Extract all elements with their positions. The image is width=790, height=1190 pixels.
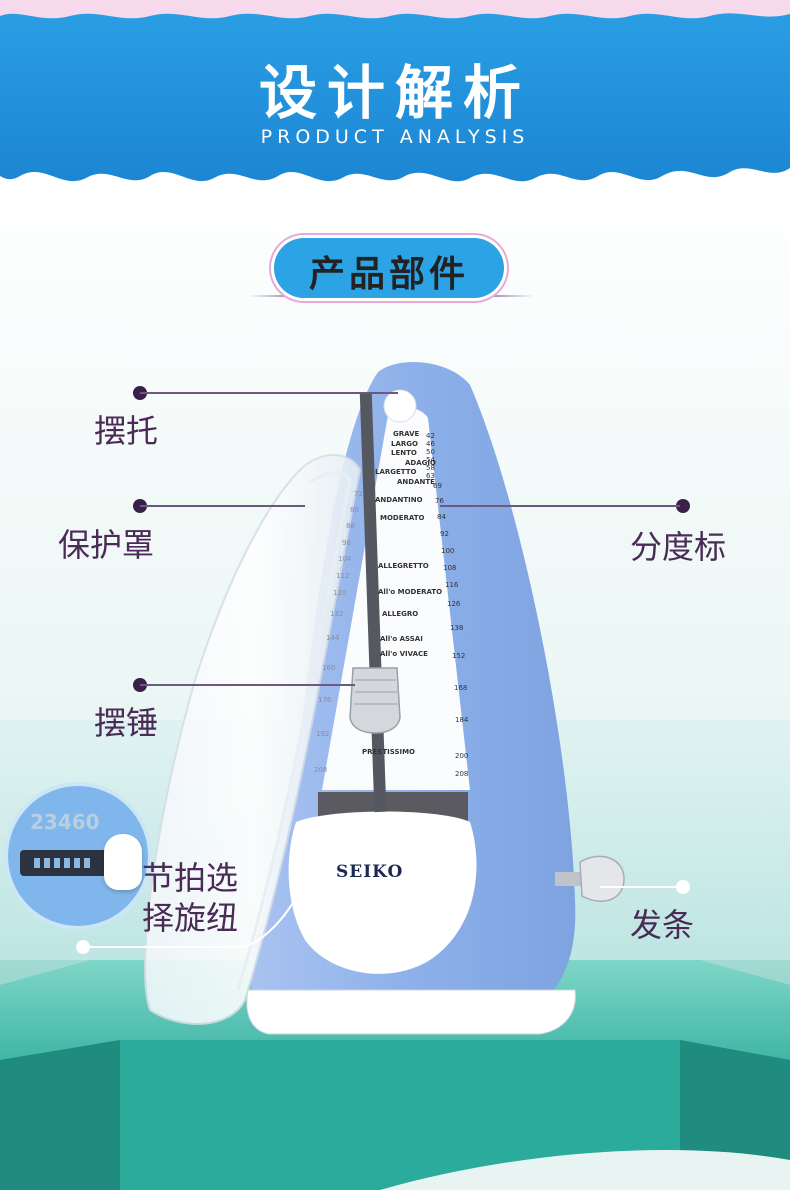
tempo-terms: GRAVE LARGO LENTO ADAGIO LARGETTO ANDANT… [375,430,465,487]
scale-number: 168 [454,684,468,692]
tempo-term: LENTO [391,449,417,457]
scale-number: 138 [450,624,464,632]
winding-key-shaft [555,872,585,886]
protective-cover [144,454,362,1025]
scale-number: 46 [426,440,435,448]
tempo-term: ANDANTE [397,477,435,486]
tempo-term: All'o VIVACE [380,650,428,658]
tempo-term: PRESTISSIMO [362,748,416,756]
callout-line [140,505,305,507]
scale-number: 208 [314,766,328,774]
scale-number: 96 [342,539,351,547]
brand-logo: SEIKO [336,862,404,882]
scale-number: 208 [455,770,469,778]
scale-number: 132 [330,610,344,618]
pendulum-weight [349,667,401,734]
scale-number: 104 [338,555,352,563]
tempo-term: ADAGIO [405,458,436,467]
scale-number: 76 [435,497,444,505]
knob-numbers: 23460 [30,810,100,834]
callout-line [600,886,680,888]
callout-line [140,392,398,394]
tempo-term: GRAVE [393,430,420,438]
label-beat-knob: 节拍选 择旋纽 [142,858,238,938]
label-pendulum-top: 摆托 [94,412,159,450]
scale-number: 176 [318,696,332,704]
callout-dot [676,499,690,513]
scale-number: 112 [336,572,350,580]
label-weight: 摆锤 [94,704,159,742]
callout-line [140,684,355,686]
page-title: 设计解析 [258,59,531,127]
tempo-term: LARGETTO [375,468,417,476]
scale-number: 116 [445,581,459,589]
scale-number: 69 [433,482,442,490]
scale-number: 80 [350,506,359,514]
tempo-term: MODERATO [380,514,425,522]
tempo-term: LARGO [391,439,418,448]
label-beat-knob-line2: 择旋纽 [142,899,239,937]
tempo-term: ANDANTINO [375,496,423,504]
scale-number: 126 [447,600,461,608]
callout-line [440,505,680,507]
page-subtitle: PRODUCT ANALYSIS [260,126,530,148]
scale-number: 84 [437,513,446,521]
winding-key [579,855,625,902]
scale-number: 88 [346,522,355,530]
scale-numbers-right-top: 42 46 50 54 58 63 [426,432,456,480]
scale-number: 192 [316,730,330,738]
section-heading: 产品部件 [308,253,469,295]
scale-number: 63 [426,472,435,480]
scale-number: 42 [426,432,435,440]
label-beat-knob-line1: 节拍选 [142,859,239,897]
label-cover: 保护罩 [58,526,155,564]
section-heading-pill [274,238,504,298]
tempo-term: All'o ASSAI [380,635,423,643]
scale-number: 50 [426,448,435,456]
callout-dot [676,880,690,894]
beat-knob-detail-inset: 23460 [8,786,148,926]
label-scale: 分度标 [630,528,727,566]
scale-number: 160 [322,664,336,672]
scale-number: 100 [441,547,455,555]
knob-teeth [34,858,94,868]
scale-number: 54 [426,456,435,464]
front-panel [288,811,477,974]
scale-number: 200 [455,752,469,760]
scale-number: 152 [452,652,466,660]
scale-number: 108 [443,564,457,572]
scale-number: 58 [426,464,435,472]
pendulum-top-knob [383,389,417,423]
label-winding-key: 发条 [630,906,695,944]
beat-selector-knob [104,834,142,890]
tempo-term: ALLEGRETTO [378,562,429,570]
scale-number: 92 [440,530,449,538]
scale-number: 184 [455,716,469,724]
tempo-term: ALLEGRO [382,610,419,618]
scale-number: 72 [354,490,363,498]
tempo-term: All'o MODERATO [378,588,443,596]
scale-number: 144 [326,634,340,642]
scale-number: 120 [333,589,347,597]
